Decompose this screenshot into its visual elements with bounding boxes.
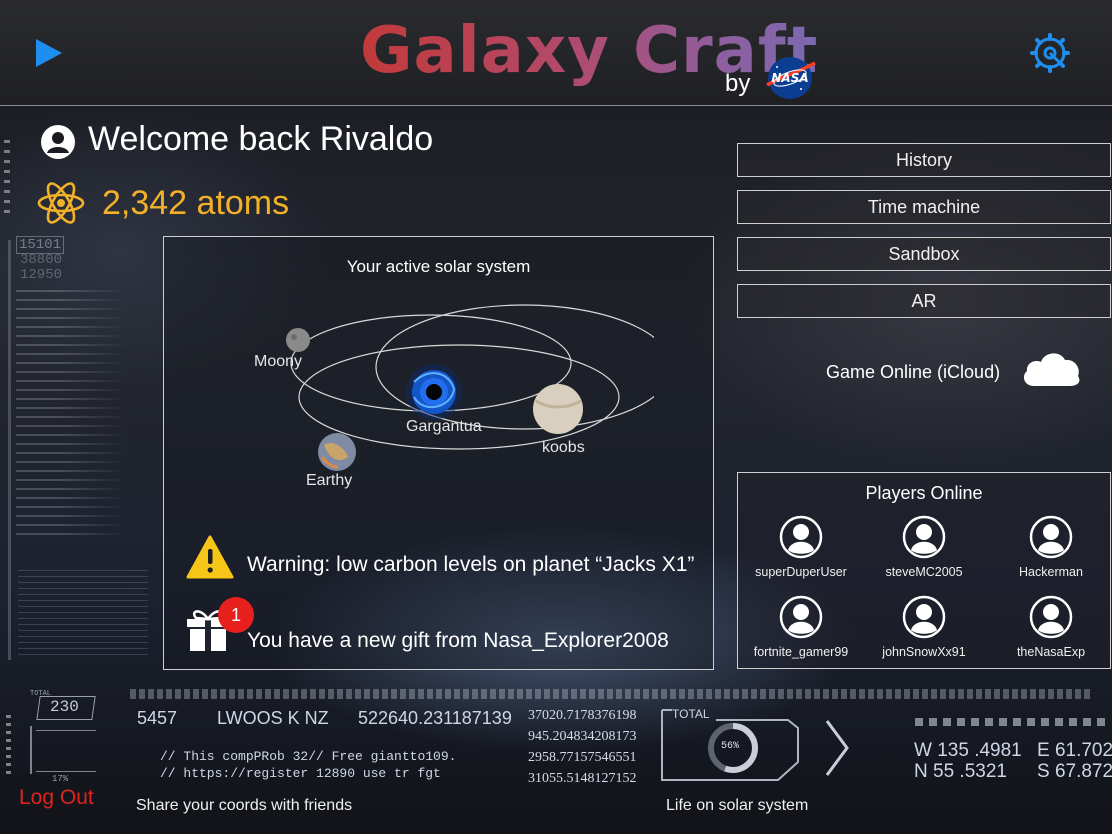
hud-geo-dashes — [915, 718, 1105, 726]
gear-icon[interactable] — [1030, 33, 1070, 73]
hud-counter-3: 12950 — [20, 267, 63, 283]
user-avatar-icon — [1029, 515, 1073, 559]
game-online-label: Game Online (iCloud) — [826, 362, 1001, 382]
hud-geo-w: W 135 .4981 — [914, 740, 1022, 761]
cloud-icon[interactable] — [1020, 346, 1082, 388]
by-label: by — [725, 70, 751, 97]
planet-label-koobs: koobs — [542, 439, 585, 456]
share-coords-link[interactable]: Share your coords with friends — [136, 797, 353, 814]
player-item[interactable]: superDuperUser — [741, 515, 861, 579]
gift-badge-count: 1 — [230, 605, 241, 625]
hud-number-1: 5457 — [137, 708, 178, 728]
moony-planet — [286, 328, 310, 352]
solar-system-title: Your active solar system — [346, 257, 531, 276]
atoms-count: 2,342 atoms — [102, 184, 290, 222]
hud-coords-1: 37020.7178376198 — [528, 708, 637, 723]
warning-icon — [186, 535, 234, 579]
user-avatar-icon — [779, 515, 823, 559]
user-icon — [41, 125, 75, 159]
gift-text: You have a new gift from Nasa_Explorer20… — [247, 629, 669, 652]
player-name: steveMC2005 — [885, 565, 963, 579]
atom-icon — [37, 182, 85, 224]
hud-coords-3: 2958.77157546551 — [528, 750, 637, 765]
planet-label-gargantua: Gargantua — [406, 418, 482, 435]
hud-total-widget: TOTAL 230 17% — [22, 690, 102, 785]
app-header: Galaxy Craft by NASA — [0, 0, 1112, 106]
logout-button[interactable]: Log Out — [19, 786, 94, 809]
hud-geo-n: N 55 .5321 — [914, 761, 1007, 782]
hud-ring-percent: 56% — [721, 741, 740, 752]
player-name: theNasaExp — [1016, 645, 1086, 659]
chevron-right-icon[interactable] — [824, 718, 850, 778]
hud-coords-2: 945.204834208173 — [528, 729, 637, 744]
player-item[interactable]: steveMC2005 — [864, 515, 984, 579]
players-online-title: Players Online — [865, 483, 983, 503]
hud-counter-1: 15101 — [16, 236, 65, 254]
hud-counter-2: 38800 — [20, 252, 63, 268]
planet-label-moony: Moony — [254, 353, 303, 370]
warning-text: Warning: low carbon levels on planet “Ja… — [247, 553, 695, 576]
menu-button-history[interactable]: History — [737, 143, 1111, 177]
player-item[interactable]: fortnite_gamer99 — [741, 595, 861, 659]
gift-notification[interactable]: 1 You have a new gift from Nasa_Explorer… — [184, 597, 694, 657]
hud-code-line-1: // This compPRob 32// Free giantto109. — [160, 749, 457, 764]
player-name: fortnite_gamer99 — [753, 645, 849, 659]
left-hud-decor: 15101 38800 12950 — [4, 140, 154, 660]
orbit-diagram[interactable] — [274, 297, 654, 477]
hud-percent-small: 17% — [52, 774, 69, 784]
gift-icon — [187, 610, 229, 651]
player-item[interactable]: theNasaExp — [991, 595, 1111, 659]
user-avatar-icon — [902, 595, 946, 639]
orbit-right — [375, 304, 654, 430]
player-name: Hackerman — [1019, 565, 1083, 579]
hud-code-1: LWOOS K NZ — [217, 708, 329, 728]
hud-coords-4: 31055.5148127152 — [528, 771, 637, 786]
menu-button-time-machine[interactable]: Time machine — [737, 190, 1111, 224]
life-on-solar-system-label: Life on solar system — [666, 797, 809, 814]
user-avatar-icon — [779, 595, 823, 639]
user-avatar-icon — [902, 515, 946, 559]
hud-ticker-line — [130, 689, 1090, 699]
gargantua-blackhole — [406, 364, 462, 420]
player-item[interactable]: Hackerman — [991, 515, 1111, 579]
koobs-planet — [533, 384, 583, 434]
user-avatar-icon — [1029, 595, 1073, 639]
solar-system-panel: Your active solar system Moony Gargantua… — [163, 236, 714, 670]
player-item[interactable]: johnSnowXx91 — [864, 595, 984, 659]
app-title: Galaxy Craft — [360, 14, 819, 88]
hud-geo-e: E 61.702 — [1037, 740, 1112, 761]
menu-button-ar[interactable]: AR — [737, 284, 1111, 318]
menu-button-sandbox[interactable]: Sandbox — [737, 237, 1111, 271]
hud-total2-label: TOTAL — [672, 707, 710, 721]
welcome-text: Welcome back Rivaldo — [88, 120, 434, 158]
gift-badge: 1 — [218, 597, 254, 633]
hud-geo-s: S 67.872 — [1037, 761, 1112, 782]
hud-code-line-2: // https://register 12890 use tr fgt — [160, 766, 441, 781]
hud-total-value: 230 — [50, 698, 79, 716]
planet-label-earthy: Earthy — [306, 472, 353, 489]
players-online-panel: Players Online superDuperUser steveMC200… — [737, 472, 1111, 669]
play-icon[interactable] — [34, 37, 64, 69]
player-name: superDuperUser — [755, 565, 847, 579]
hud-number-2: 522640.231187139 — [358, 708, 512, 728]
hud-total-label: TOTAL — [30, 690, 52, 698]
hud-ring-widget — [661, 709, 799, 781]
hud-left-dots — [6, 715, 11, 775]
nasa-logo: NASA — [766, 57, 816, 99]
orbit-lower — [298, 344, 620, 450]
nasa-logo-text: NASA — [771, 71, 808, 85]
player-name: johnSnowXx91 — [882, 645, 966, 659]
